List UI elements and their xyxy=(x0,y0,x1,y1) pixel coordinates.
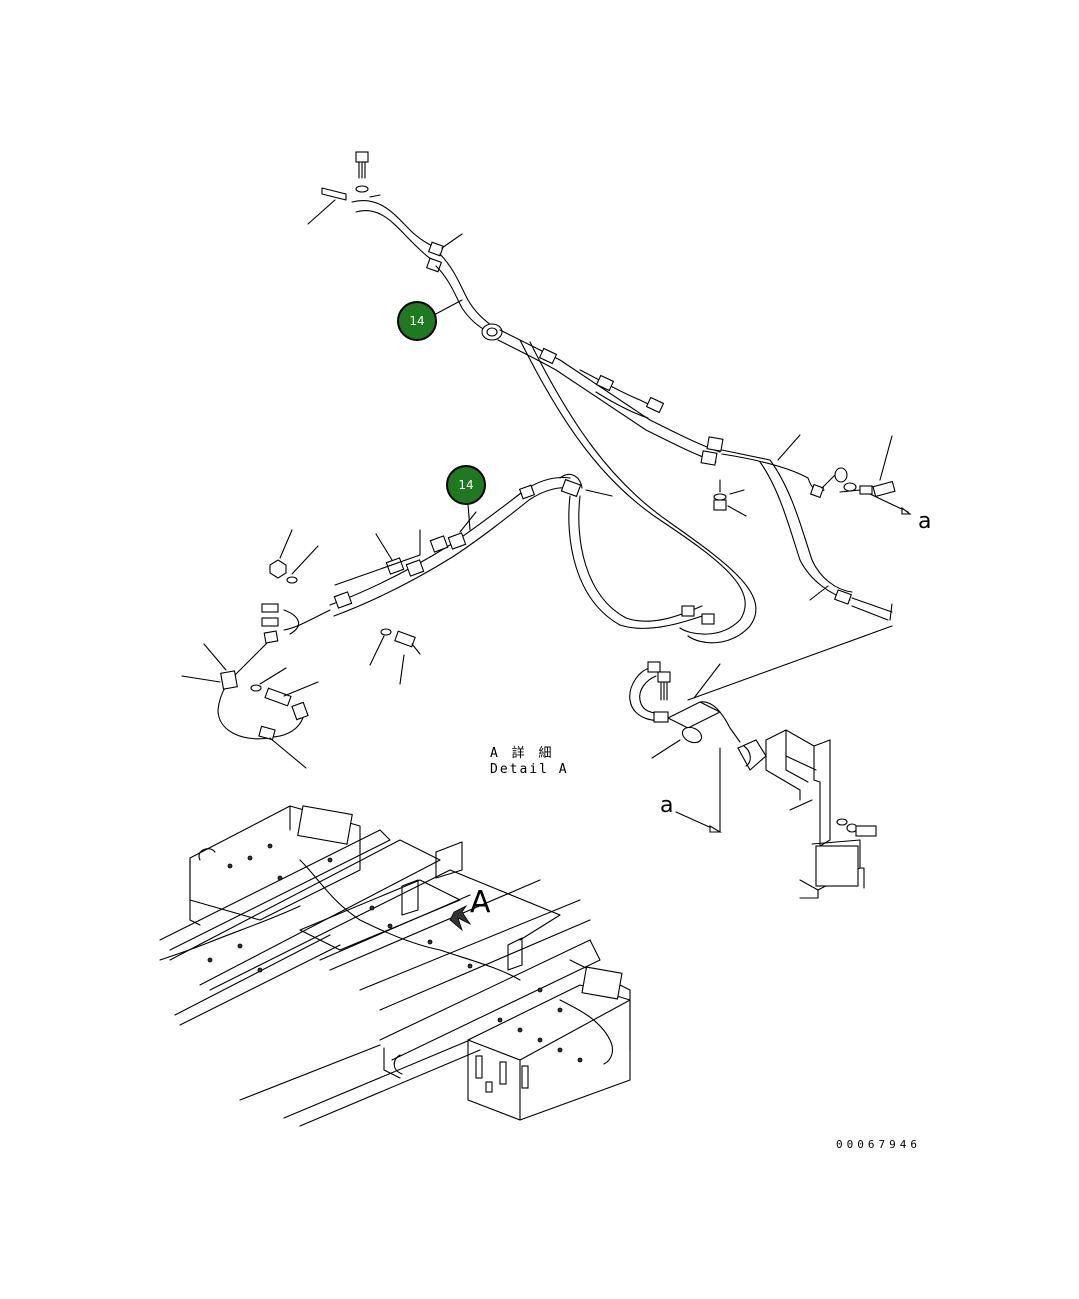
bracket-detail xyxy=(629,661,877,899)
callout-lower[interactable]: 14 xyxy=(446,465,486,531)
callout-lower-label: 14 xyxy=(458,478,473,492)
callout-upper-circle[interactable] xyxy=(397,301,437,341)
upper-harness xyxy=(307,151,912,701)
bolt-top xyxy=(355,151,369,193)
detail-label-english: Detail A xyxy=(490,762,569,777)
callout-upper[interactable]: 14 xyxy=(397,299,463,341)
callout-upper-label: 14 xyxy=(409,314,424,328)
terminal-top-left xyxy=(307,187,347,225)
reference-letter-a-right: a xyxy=(918,509,931,534)
machine-frame: A xyxy=(159,805,631,1127)
view-a-letter: A xyxy=(470,885,491,920)
reference-letter-a-left: a xyxy=(660,793,673,818)
frame-bolt-holes xyxy=(207,843,583,1063)
callout-lower-circle[interactable] xyxy=(446,465,486,505)
view-a-arrow xyxy=(449,904,472,932)
lower-harness xyxy=(181,473,715,769)
drawing-number: 00067946 xyxy=(836,1138,921,1151)
detail-label-japanese: A 詳 細 xyxy=(490,746,555,761)
